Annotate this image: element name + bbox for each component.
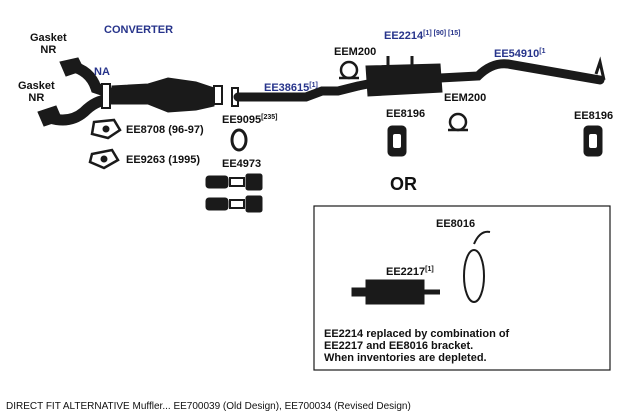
label-ee2214: EE2214[1] [90] [15]	[384, 30, 461, 42]
y-pipe-upper	[64, 60, 114, 98]
replacement-note: EE2214 replaced by combination of EE2217…	[324, 328, 509, 364]
label-ee8196-center: EE8196	[386, 108, 426, 120]
label-eem200-right: EEM200	[444, 92, 487, 104]
tail-pipe	[435, 59, 605, 85]
label-ee8708: EE8708 (96-97)	[126, 124, 204, 136]
label-ee38615: EE38615[1]	[264, 82, 318, 94]
gasket-ee9095	[230, 128, 248, 152]
gasket-ee9263	[88, 148, 120, 170]
muffler-inlet	[357, 79, 369, 91]
y-pipe-lower	[44, 94, 114, 126]
label-na: NA	[94, 66, 110, 78]
na-flange	[101, 83, 111, 109]
or-label: OR	[390, 174, 417, 194]
muffler	[365, 63, 443, 97]
converter-outlet-flange	[213, 85, 223, 105]
label-converter: CONVERTER	[104, 24, 174, 36]
label-ee9095: EE9095[235]	[222, 114, 278, 126]
label-ee2217: EE2217[1]	[386, 266, 434, 278]
note-line: EE2217 and EE8016 bracket.	[324, 340, 474, 352]
note-line: When inventories are depleted.	[324, 352, 487, 364]
bolt-spring-set-upper	[205, 173, 263, 191]
replacement-note-box	[313, 205, 611, 371]
bracket-ee8016	[473, 230, 491, 245]
note-line: EE2214 replaced by combination of	[324, 328, 510, 340]
clamp-eem200-left	[339, 60, 359, 80]
footer-caption: DIRECT FIT ALTERNATIVE Muffler... EE7000…	[6, 401, 411, 412]
label-ee8196-right: EE8196	[574, 110, 614, 122]
label-ee4973: EE4973	[222, 158, 262, 170]
converter-body	[111, 77, 215, 113]
muffler-ee2217	[351, 279, 425, 305]
clamp-eem200-right	[448, 112, 468, 132]
label-eem200-left: EEM200	[334, 46, 377, 58]
intermediate-pipe	[233, 81, 363, 102]
label-ee54910: EE54910[1	[494, 48, 546, 60]
bolt-spring-set-lower	[205, 195, 263, 213]
tail-pipe-tip	[594, 56, 606, 81]
label-ee8016: EE8016	[436, 218, 476, 230]
label-ee9263: EE9263 (1995)	[126, 154, 200, 166]
gasket-ee8708	[90, 118, 122, 140]
